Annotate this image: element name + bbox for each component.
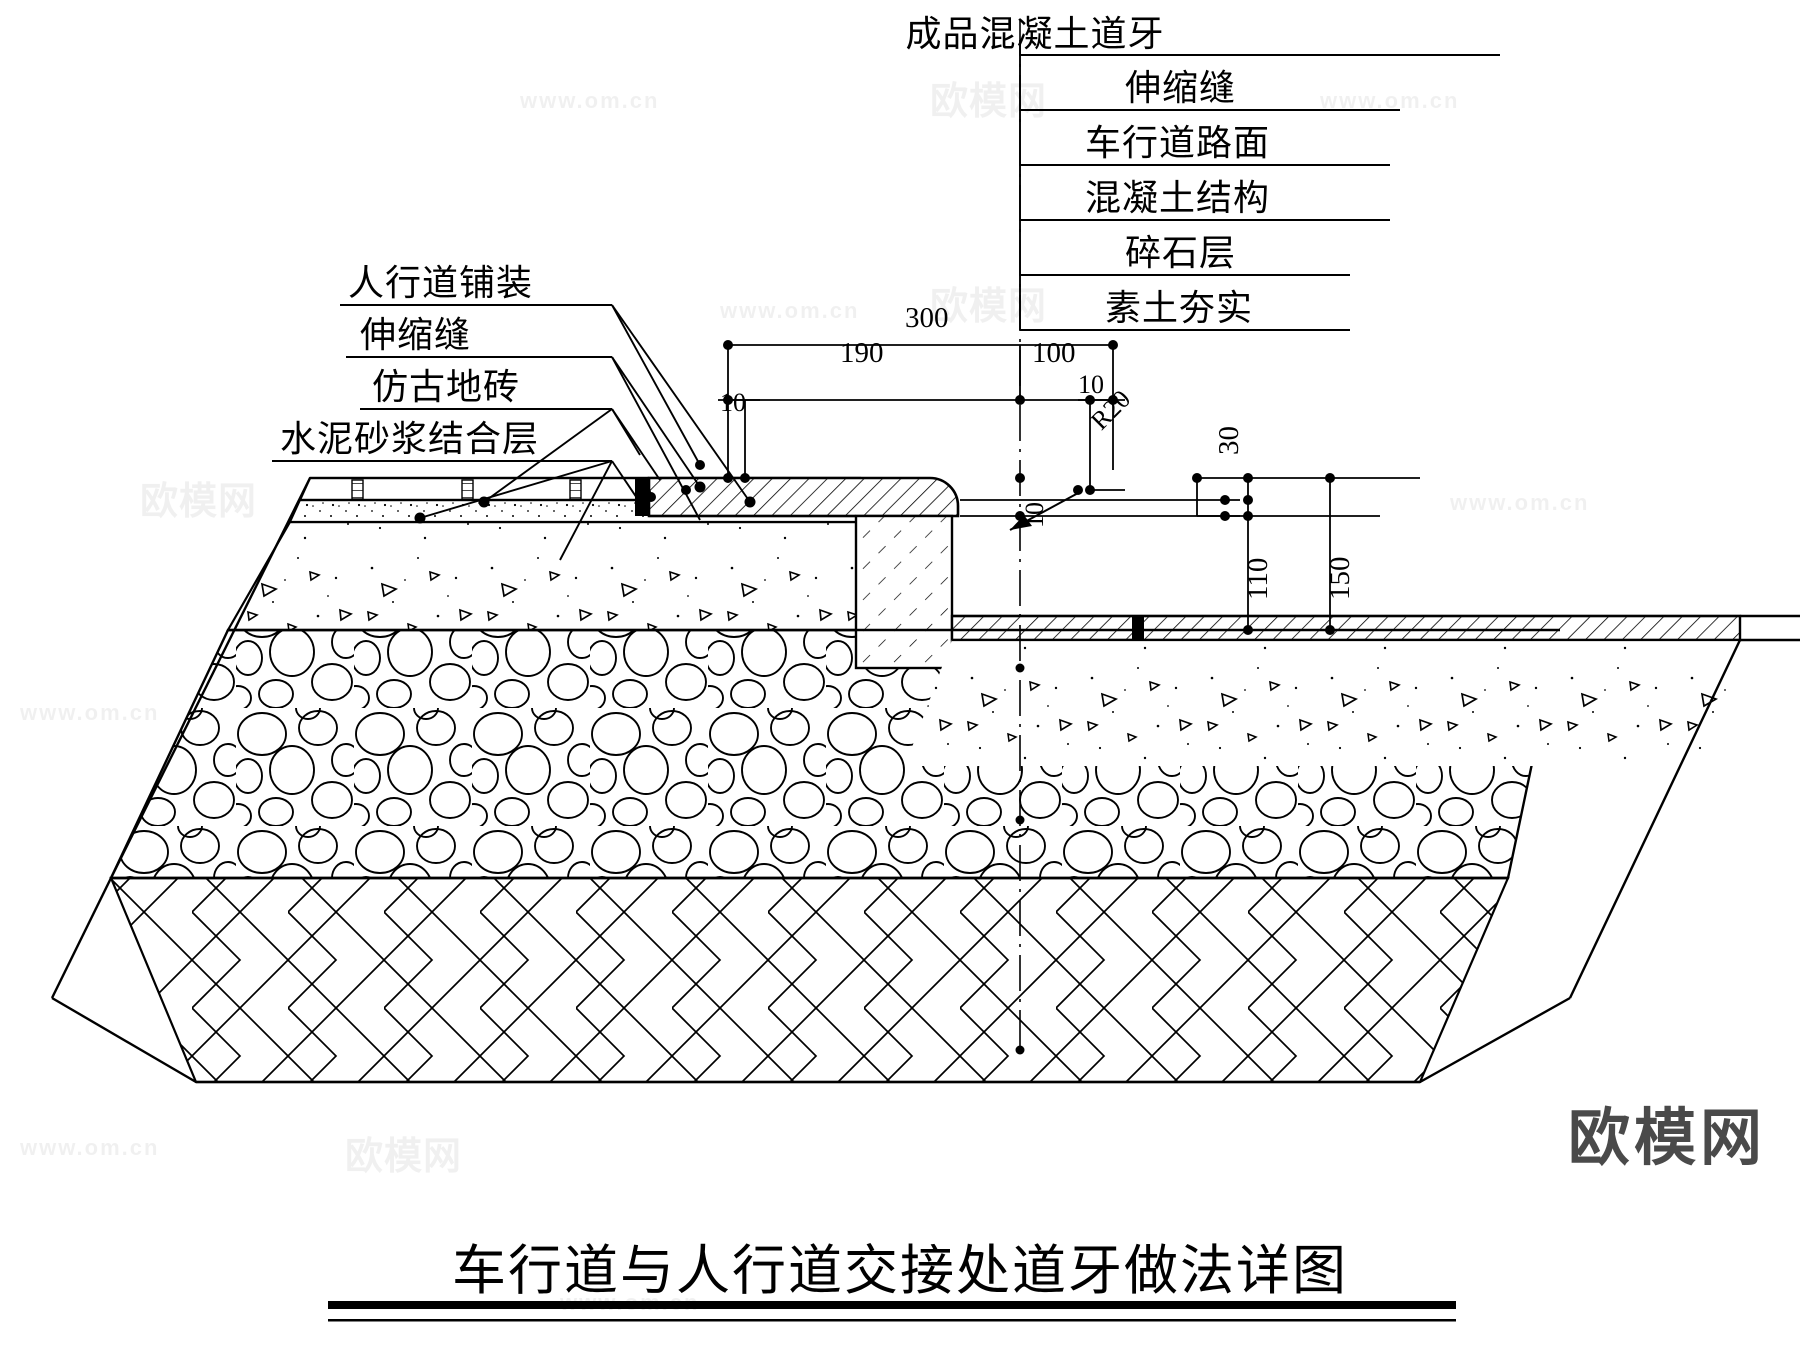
dim-width-left: 190 xyxy=(840,337,884,369)
section-outline xyxy=(50,477,1800,1084)
label-expansion-joint-right: 伸缩缝 xyxy=(1125,68,1237,108)
dim-right-small: 10 xyxy=(1078,370,1104,399)
label-concrete-structure: 混凝土结构 xyxy=(1085,178,1271,218)
label-compacted-soil: 素土夯实 xyxy=(1105,288,1254,328)
label-sidewalk-paving: 人行道铺装 xyxy=(348,263,534,303)
layer-separators xyxy=(290,476,1740,642)
layer-compacted-earth xyxy=(109,876,1510,1084)
drawing-title: 车行道与人行道交接处道牙做法详图 xyxy=(452,1241,1348,1301)
layer-concrete-structure-left xyxy=(226,520,862,632)
leader-dots xyxy=(641,460,705,502)
curb-foundation xyxy=(854,514,954,670)
concrete-curb xyxy=(647,476,960,518)
layer-driveway-concrete-base xyxy=(905,640,1740,766)
label-cement-mortar-layer: 水泥砂浆结合层 xyxy=(280,419,540,459)
label-precast-concrete-curb: 成品混凝土道牙 xyxy=(905,14,1165,54)
dim-depth-110: 110 xyxy=(1242,557,1274,600)
dim-width-right: 100 xyxy=(1032,337,1076,369)
sidewalk-expansion-joint xyxy=(461,479,474,500)
label-driveway-surface: 车行道路面 xyxy=(1085,123,1271,163)
label-expansion-joint-left: 伸缩缝 xyxy=(360,315,472,355)
title-underline xyxy=(328,1301,1456,1322)
left-leader-slants xyxy=(611,304,751,511)
sidewalk-expansion-joint xyxy=(351,479,364,500)
label-crushed-stone-layer: 碎石层 xyxy=(1125,233,1237,273)
radius-leader xyxy=(1009,491,1081,531)
dim-depth-150: 150 xyxy=(1324,556,1356,601)
dim-joint-10: 10 xyxy=(1020,502,1049,528)
sidewalk-expansion-joint xyxy=(569,479,582,500)
dim-width-total: 300 xyxy=(905,302,949,334)
left-leader-lines xyxy=(272,304,701,561)
dimension-lines xyxy=(718,344,1420,631)
dim-left-small: 10 xyxy=(720,388,746,417)
label-antique-tile: 仿古地砖 xyxy=(372,367,521,407)
dimension-ticks xyxy=(723,340,1335,635)
layer-driveway-surface xyxy=(950,614,1742,642)
dim-curb-height-30: 30 xyxy=(1213,426,1245,455)
driveway-expansion-joint xyxy=(1132,617,1144,639)
site-logo: 欧模网 xyxy=(1567,1104,1766,1173)
left-leader-extra xyxy=(419,408,613,519)
